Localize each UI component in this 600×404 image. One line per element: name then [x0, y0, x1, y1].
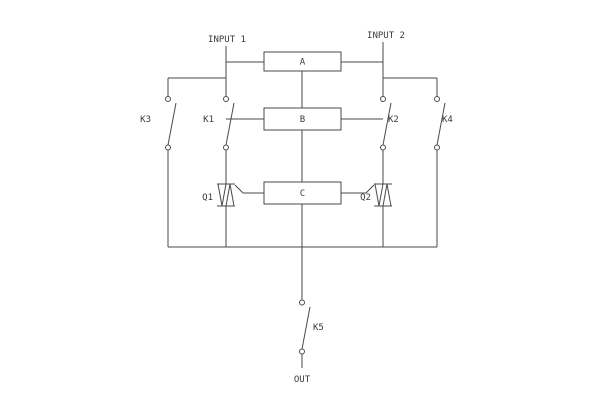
- block-a: A: [226, 51, 383, 72]
- switch-k3-label: K3: [140, 115, 151, 125]
- switch-k4-label: K4: [442, 115, 453, 125]
- triac-q1: Q1: [202, 183, 264, 247]
- triac-q2-triangle-down: [374, 183, 384, 207]
- triac-q2-gate-lead: [365, 184, 375, 194]
- switch-k2-bottom-contact: [380, 144, 386, 151]
- switch-k3: K3: [140, 96, 177, 151]
- switch-k2-blade: [382, 102, 392, 146]
- upper-bus-wires: [167, 62, 438, 96]
- input2-label: INPUT 2: [367, 31, 405, 41]
- switch-k1-label: K1: [203, 115, 214, 125]
- switch-k5-top-contact: [299, 299, 305, 306]
- block-a-label: A: [300, 58, 306, 68]
- mid-bus-wires: [167, 150, 438, 247]
- switch-k1: K1: [203, 96, 235, 151]
- switch-k2: K2: [380, 96, 399, 151]
- triac-q2-triangle-up: [382, 183, 392, 207]
- switch-k1-bottom-contact: [223, 144, 229, 151]
- switch-k4-bottom-contact: [434, 144, 440, 151]
- switch-k5-label: K5: [313, 323, 324, 333]
- triac-q2-label: Q2: [360, 193, 371, 203]
- switch-k1-blade: [225, 102, 235, 146]
- block-c-label: C: [300, 189, 305, 199]
- input1-terminal: INPUT 1: [208, 35, 246, 62]
- switch-k4: K4: [434, 96, 453, 151]
- block-b: B: [226, 71, 383, 131]
- output-branch: K5 OUT: [294, 247, 324, 385]
- triac-q1-triangle-up: [225, 183, 235, 207]
- switch-k3-bottom-contact: [165, 144, 171, 151]
- switch-k5-blade: [301, 306, 311, 350]
- switch-k4-top-contact: [434, 96, 440, 102]
- switch-k2-top-contact: [380, 96, 386, 102]
- switch-k3-blade: [167, 102, 177, 146]
- out-label: OUT: [294, 375, 311, 385]
- switch-k4-blade: [436, 102, 446, 146]
- switch-k2-label: K2: [388, 115, 399, 125]
- triac-q1-gate-lead: [234, 184, 244, 194]
- switch-k1-top-contact: [223, 96, 229, 102]
- switch-k3-top-contact: [165, 96, 171, 102]
- triac-q1-label: Q1: [202, 193, 213, 203]
- triac-q1-triangle-down: [217, 183, 227, 207]
- switch-k5-bottom-contact: [299, 348, 305, 355]
- block-b-label: B: [300, 115, 305, 125]
- block-c: C: [263, 130, 342, 247]
- input1-label: INPUT 1: [208, 35, 246, 45]
- triac-q2: Q2: [341, 183, 392, 247]
- input2-terminal: INPUT 2: [367, 31, 405, 62]
